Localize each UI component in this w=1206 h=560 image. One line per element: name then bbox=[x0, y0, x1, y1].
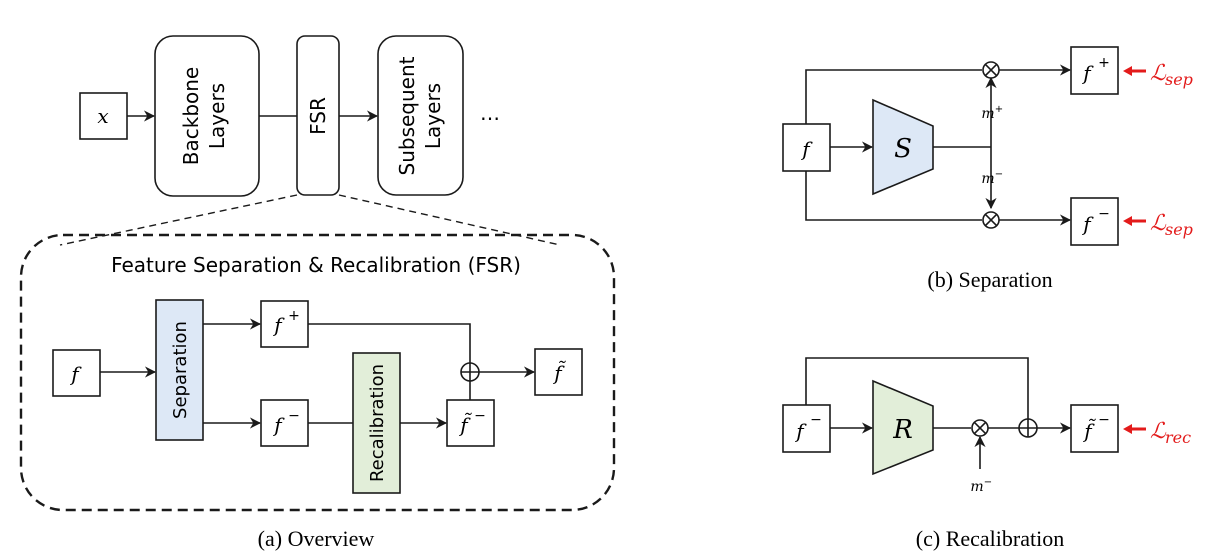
m-plus-base: m bbox=[981, 106, 994, 122]
zoom-line-right bbox=[338, 194, 561, 246]
rec-f-tilde-minus-sup: − bbox=[1098, 412, 1110, 428]
loss-arrow-rec-icon bbox=[1123, 424, 1146, 434]
f-box bbox=[52, 349, 101, 397]
multiply-node-top-icon bbox=[982, 61, 1000, 79]
sum-node-icon bbox=[460, 362, 480, 382]
recalibrator-r-block bbox=[872, 379, 934, 476]
fsr-label: FSR bbox=[306, 97, 330, 135]
recalibration-block bbox=[352, 352, 401, 494]
sep-loss-top-base: ℒ bbox=[1150, 61, 1167, 86]
sep-f-plus-box bbox=[1070, 46, 1119, 95]
recalibration-panel: f − R m − f̃ − ℒ rec (c) Recali bbox=[782, 357, 1191, 551]
separator-s-block bbox=[872, 98, 934, 196]
line-skip-connection bbox=[805, 357, 1029, 419]
zoom-line-left bbox=[59, 194, 298, 246]
multiply-node-icon bbox=[971, 419, 989, 437]
line-f-to-top-multiply bbox=[805, 69, 982, 124]
rec-m-minus-base: m bbox=[970, 479, 983, 495]
backbone-label-line1: Backbone bbox=[179, 67, 203, 165]
ellipsis: … bbox=[480, 101, 500, 125]
sep-f-minus-sup: − bbox=[1098, 206, 1110, 222]
input-x-box bbox=[79, 92, 128, 140]
m-minus-base: m bbox=[981, 171, 994, 187]
m-minus-sup: − bbox=[995, 169, 1003, 180]
rec-f-minus-box bbox=[782, 404, 831, 453]
m-plus-sup: + bbox=[995, 104, 1003, 115]
sum-node-rec-icon bbox=[1018, 418, 1038, 438]
multiply-node-bottom-icon bbox=[982, 211, 1000, 229]
f-minus-sup: − bbox=[288, 408, 300, 424]
line-f-to-bottom-multiply bbox=[805, 171, 982, 221]
caption-recalibration: (c) Recalibration bbox=[916, 526, 1064, 551]
loss-arrow-bottom-icon bbox=[1123, 216, 1146, 226]
sep-loss-bottom-sub: sep bbox=[1165, 220, 1193, 239]
rec-f-tilde-minus-box bbox=[1070, 404, 1119, 453]
backbone-label-line2: Layers bbox=[205, 83, 229, 149]
rec-m-minus-sup: − bbox=[984, 477, 992, 488]
separation-label: Separation bbox=[170, 321, 191, 419]
separation-block bbox=[155, 299, 204, 441]
rec-f-minus-sup: − bbox=[810, 412, 822, 428]
overview-panel: x Backbone Layers FSR Subsequent Layers … bbox=[19, 35, 616, 551]
line-fplus-to-sum bbox=[308, 323, 471, 363]
rec-loss-base: ℒ bbox=[1150, 419, 1167, 444]
f-tilde-box bbox=[534, 348, 583, 396]
f-tilde-minus-box bbox=[446, 399, 495, 447]
rec-loss-sub: rec bbox=[1165, 428, 1191, 447]
caption-separation: (b) Separation bbox=[927, 267, 1052, 292]
separation-panel: f S m + m − f + bbox=[782, 46, 1193, 292]
sep-f-plus-sup: + bbox=[1098, 55, 1110, 71]
loss-arrow-top-icon bbox=[1123, 66, 1146, 76]
f-plus-box bbox=[260, 300, 309, 348]
recalibrator-r-label: R bbox=[892, 415, 913, 445]
fsr-panel-title: Feature Separation & Recalibration (FSR) bbox=[111, 253, 521, 277]
caption-overview: (a) Overview bbox=[258, 526, 375, 551]
subsequent-label-line1: Subsequent bbox=[395, 56, 419, 175]
input-x-label: x bbox=[97, 104, 108, 128]
subsequent-layers-box bbox=[377, 35, 464, 196]
sep-loss-top-sub: sep bbox=[1165, 70, 1193, 89]
subsequent-label-line2: Layers bbox=[421, 83, 445, 149]
sep-f-box bbox=[782, 123, 831, 172]
sep-loss-bottom-base: ℒ bbox=[1150, 211, 1167, 236]
separator-s-label: S bbox=[894, 134, 912, 164]
recalibration-label: Recalibration bbox=[367, 364, 388, 482]
f-plus-sup: + bbox=[288, 308, 300, 324]
f-minus-box bbox=[260, 399, 309, 447]
sep-f-minus-box bbox=[1070, 197, 1119, 246]
f-tilde-minus-sup: − bbox=[474, 408, 486, 424]
